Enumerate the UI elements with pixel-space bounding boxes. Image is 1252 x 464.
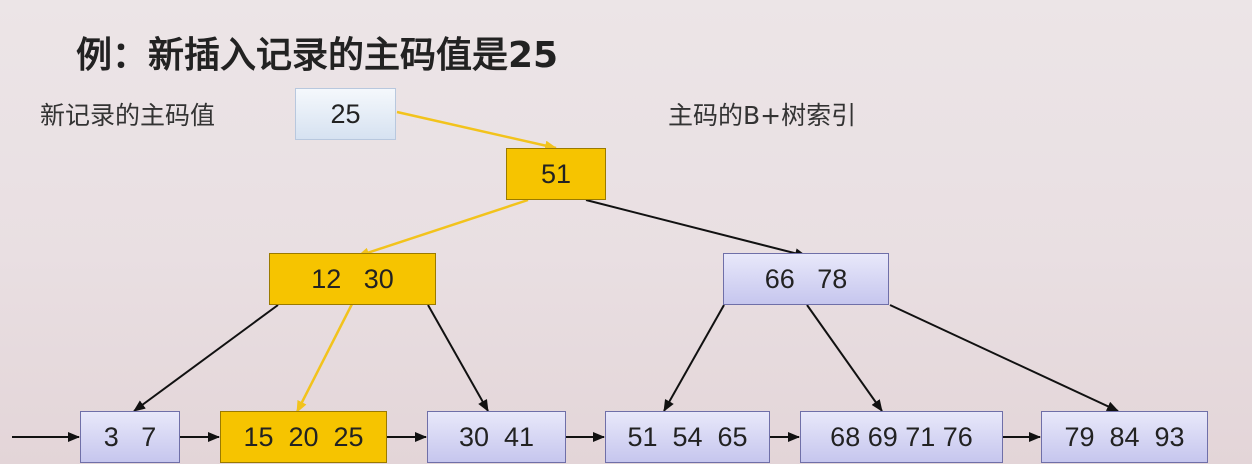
edge-internal-right-to-leaf-5 (806, 304, 883, 412)
edge-internal-left-to-leaf-1 (133, 304, 279, 412)
leaf-node-2: 15 20 25 (220, 411, 387, 463)
leaf-node-4: 51 54 65 (605, 411, 770, 463)
leaf-node-5: 68 69 71 76 (800, 411, 1003, 463)
search-edge-new-to-root (396, 110, 557, 151)
leaf-node-1: 3 7 (80, 411, 180, 463)
search-edge-internal-to-leaf (295, 303, 354, 413)
edge-internal-left-to-leaf-3 (427, 304, 489, 412)
leaf-node-3: 30 41 (427, 411, 566, 463)
search-edge-root-to-internal-left (357, 198, 529, 258)
edge-internal-right-to-leaf-6 (889, 304, 1119, 412)
slide-title: 例：新插入记录的主码值是25 (76, 35, 559, 76)
new-record-key-box: 25 (295, 88, 396, 140)
index-label: 主码的B+树索引 (668, 101, 857, 130)
root-node: 51 (506, 148, 606, 200)
internal-node-left: 12 30 (269, 253, 436, 305)
leaf-node-6: 79 84 93 (1041, 411, 1208, 463)
new-record-label: 新记录的主码值 (40, 101, 216, 130)
internal-node-right: 66 78 (723, 253, 889, 305)
edge-root-to-internal-right (585, 199, 807, 259)
edge-internal-right-to-leaf-4 (663, 304, 725, 412)
